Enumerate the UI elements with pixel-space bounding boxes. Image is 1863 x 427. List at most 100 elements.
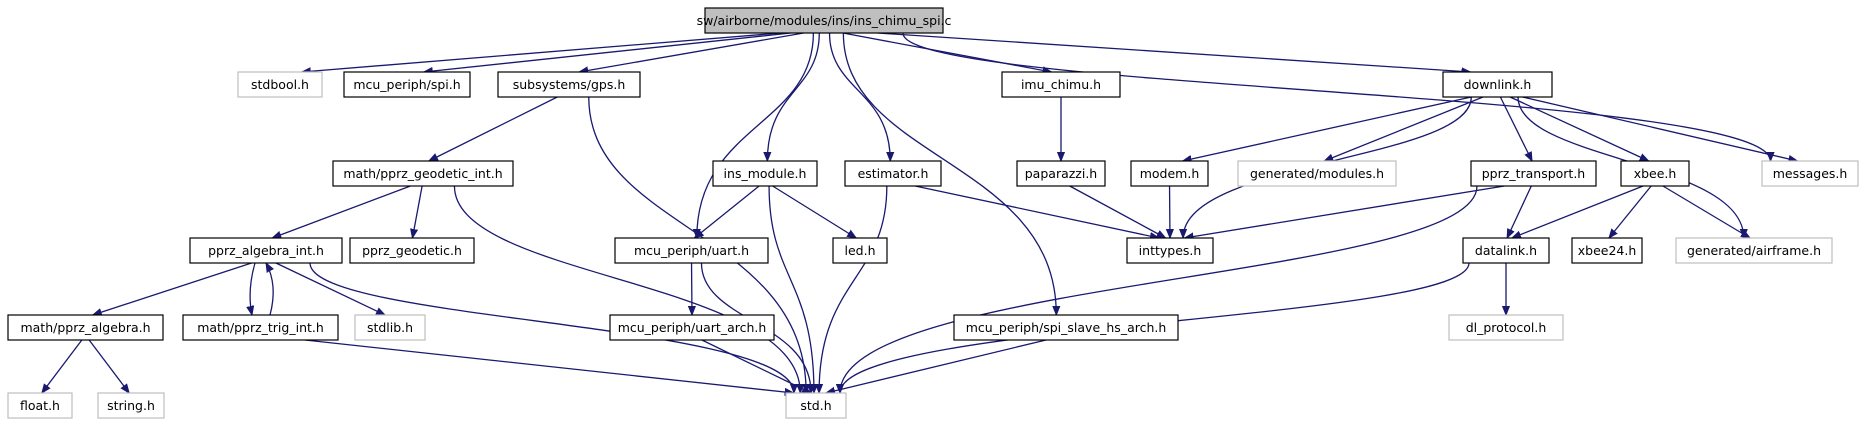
edge-estimator-to-inttypes <box>915 185 1159 238</box>
node-box <box>343 71 471 98</box>
edge-root-to-imu_chimu <box>842 32 1052 72</box>
node-uart[interactable]: mcu_periph/uart.h <box>614 237 769 264</box>
node-box <box>712 160 818 187</box>
edge-root-to-estimator <box>828 32 891 161</box>
edge-root-to-gps <box>579 32 804 72</box>
node-box <box>97 392 165 419</box>
node-std: std.h <box>785 392 847 419</box>
edge-spi_slave-to-std <box>826 339 1047 393</box>
edge-root-to-messages <box>902 32 1771 161</box>
edge-algebra_int-to-std <box>309 262 794 393</box>
edge-ins_module-to-led <box>772 185 857 238</box>
node-ins_module[interactable]: ins_module.h <box>712 160 818 187</box>
node-label: mcu_periph/uart_arch.h <box>618 320 767 335</box>
node-xbee24[interactable]: xbee24.h <box>1571 237 1643 264</box>
node-gps[interactable]: subsystems/gps.h <box>497 71 641 98</box>
node-xbee[interactable]: xbee.h <box>1620 160 1690 187</box>
node-label: mcu_periph/spi.h <box>353 77 460 92</box>
node-label: stdbool.h <box>251 77 309 92</box>
edge-gps-to-geodetic_int <box>429 96 558 162</box>
edge-algebra_int-to-stdlib <box>275 262 385 316</box>
edge-paparazzi-to-inttypes <box>1069 185 1166 238</box>
node-box <box>354 314 426 341</box>
edge-geodetic_int-to-pprz_geodetic <box>412 185 423 238</box>
node-box <box>1001 71 1121 98</box>
node-label: subsystems/gps.h <box>513 77 626 92</box>
node-math_algebra[interactable]: math/pprz_algebra.h <box>7 314 164 341</box>
node-box <box>704 7 944 34</box>
node-label: generated/airframe.h <box>1687 243 1821 258</box>
node-label: pprz_transport.h <box>1482 166 1585 181</box>
edge-algebra_int-to-trig_int <box>250 262 256 315</box>
edge-geodetic_int-to-std <box>453 185 800 393</box>
node-label: std.h <box>800 398 831 413</box>
edge-root-to-uart <box>697 32 815 238</box>
edge-uart_arch-to-std <box>701 339 811 394</box>
node-uart_arch[interactable]: mcu_periph/uart_arch.h <box>609 314 775 341</box>
edge-trig_int-to-algebra_int <box>266 263 273 316</box>
node-label: ins_module.h <box>724 166 807 181</box>
node-box <box>1448 314 1564 341</box>
node-estimator[interactable]: estimator.h <box>844 160 942 187</box>
node-label: led.h <box>845 243 876 258</box>
edge-geodetic_int-to-algebra_int <box>272 185 411 238</box>
node-box <box>7 392 73 419</box>
node-algebra_int[interactable]: pprz_algebra_int.h <box>189 237 343 264</box>
node-label: sw/airborne/modules/ins/ins_chimu_spi.c <box>697 13 952 28</box>
edge-trig_int-to-std <box>304 339 794 393</box>
edge-ins_module-to-std <box>768 185 814 393</box>
node-dl_protocol: dl_protocol.h <box>1448 314 1564 341</box>
node-box <box>832 237 888 264</box>
node-label: generated/modules.h <box>1250 166 1384 181</box>
node-label: xbee24.h <box>1578 243 1637 258</box>
node-spi_slave[interactable]: mcu_periph/spi_slave_hs_arch.h <box>953 314 1179 341</box>
node-box <box>844 160 942 187</box>
node-box <box>1761 160 1859 187</box>
node-box <box>953 314 1179 341</box>
edge-xbee-to-xbee24 <box>1609 185 1652 238</box>
node-mcu_spi[interactable]: mcu_periph/spi.h <box>343 71 471 98</box>
node-geodetic_int[interactable]: math/pprz_geodetic_int.h <box>332 160 514 187</box>
node-messages: messages.h <box>1761 160 1859 187</box>
node-box <box>1237 160 1397 187</box>
node-label: estimator.h <box>858 166 929 181</box>
node-pprz_transport[interactable]: pprz_transport.h <box>1470 160 1597 187</box>
node-stdbool: stdbool.h <box>237 71 323 98</box>
node-pprz_geodetic[interactable]: pprz_geodetic.h <box>349 237 475 264</box>
node-stdlib: stdlib.h <box>354 314 426 341</box>
edge-downlink-to-gen_modules <box>1324 96 1484 162</box>
node-label: stdlib.h <box>367 320 413 335</box>
node-gen_modules: generated/modules.h <box>1237 160 1397 187</box>
node-paparazzi[interactable]: paparazzi.h <box>1016 160 1106 187</box>
node-box <box>1470 160 1597 187</box>
node-root[interactable]: sw/airborne/modules/ins/ins_chimu_spi.c <box>697 7 952 34</box>
node-imu_chimu[interactable]: imu_chimu.h <box>1001 71 1121 98</box>
node-inttypes[interactable]: inttypes.h <box>1126 237 1214 264</box>
node-downlink[interactable]: downlink.h <box>1442 71 1553 98</box>
node-float: float.h <box>7 392 73 419</box>
node-label: mcu_periph/spi_slave_hs_arch.h <box>966 320 1167 335</box>
node-label: math/pprz_geodetic_int.h <box>343 166 502 181</box>
edge-root-to-mcu_spi <box>424 32 791 72</box>
node-gen_airframe: generated/airframe.h <box>1675 237 1833 264</box>
edge-xbee-to-gen_airframe <box>1662 185 1750 238</box>
node-box <box>614 237 769 264</box>
node-led[interactable]: led.h <box>832 237 888 264</box>
node-label: pprz_algebra_int.h <box>208 243 324 258</box>
node-trig_int[interactable]: math/pprz_trig_int.h <box>182 314 339 341</box>
node-datalink[interactable]: datalink.h <box>1462 237 1550 264</box>
node-box <box>332 160 514 187</box>
edge-layer <box>42 32 1798 394</box>
node-label: downlink.h <box>1464 77 1532 92</box>
node-label: float.h <box>20 398 60 413</box>
edge-downlink-to-modem <box>1183 96 1472 161</box>
edge-pprz_transport-to-inttypes <box>1185 185 1505 238</box>
node-modem[interactable]: modem.h <box>1130 160 1209 187</box>
node-box <box>1571 237 1643 264</box>
edge-root-to-ins_module <box>767 32 820 161</box>
node-label: math/pprz_trig_int.h <box>197 320 324 335</box>
node-box <box>189 237 343 264</box>
node-string: string.h <box>97 392 165 419</box>
node-box <box>1130 160 1209 187</box>
